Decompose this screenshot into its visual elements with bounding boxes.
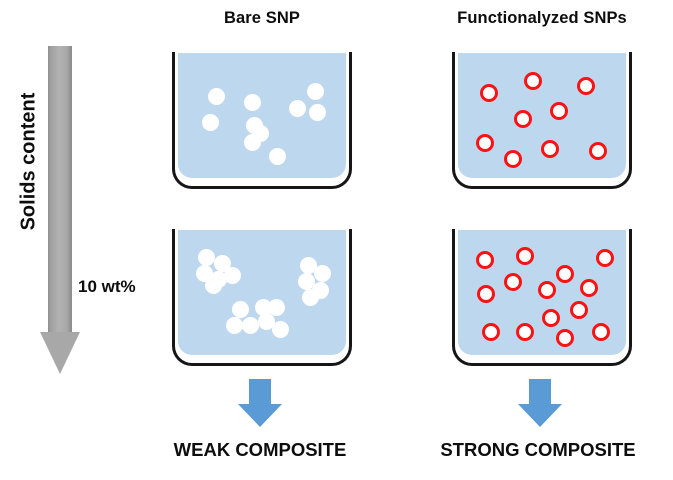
- functionalized-particle: [480, 84, 498, 102]
- concentration-marker-label: 10 wt%: [78, 277, 136, 296]
- functionalized-particle: [580, 279, 598, 297]
- bare-particle: [314, 265, 331, 282]
- bare-particle: [226, 317, 243, 334]
- particle-layer: [172, 229, 352, 366]
- bare-particle: [244, 94, 261, 111]
- functionalized-particle: [477, 285, 495, 303]
- bare-particle: [205, 277, 222, 294]
- solids-arrow-head-icon: [40, 332, 80, 374]
- functionalized-particle: [538, 281, 556, 299]
- bare-particle: [244, 134, 261, 151]
- bare-particle: [298, 273, 315, 290]
- bare-particle: [208, 88, 225, 105]
- bare-particle: [269, 148, 286, 165]
- solids-content-axis-label: Solids content: [17, 92, 40, 231]
- functionalized-particle: [542, 309, 560, 327]
- beaker-outline: [172, 52, 352, 189]
- result-arrow-strong: [518, 379, 562, 427]
- functionalized-particle: [589, 142, 607, 160]
- arrow-head-icon: [238, 404, 282, 427]
- bare-particle: [242, 317, 259, 334]
- beaker-bare-low-solids: [172, 52, 352, 189]
- beaker-functionalyzed-high-solids: [452, 229, 632, 366]
- functionalized-particle: [592, 323, 610, 341]
- arrow-head-icon: [518, 404, 562, 427]
- particle-layer: [452, 52, 632, 189]
- column-title-bare-snp: Bare SNP: [223, 9, 300, 27]
- functionalized-particle: [482, 323, 500, 341]
- bare-particle: [289, 100, 306, 117]
- functionalized-particle: [577, 77, 595, 95]
- functionalized-particle: [556, 329, 574, 347]
- bare-particle: [272, 321, 289, 338]
- functionalized-particle: [570, 301, 588, 319]
- functionalized-particle: [541, 140, 559, 158]
- functionalized-particle: [514, 110, 532, 128]
- functionalized-particle: [556, 265, 574, 283]
- functionalized-particle: [476, 134, 494, 152]
- functionalized-particle: [516, 323, 534, 341]
- bare-particle: [198, 249, 215, 266]
- bare-particle: [309, 104, 326, 121]
- bare-particle: [268, 299, 285, 316]
- functionalized-particle: [504, 273, 522, 291]
- arrow-shaft: [249, 379, 271, 405]
- functionalized-particle: [476, 251, 494, 269]
- beaker-bare-high-solids: [172, 229, 352, 366]
- functionalized-particle: [524, 72, 542, 90]
- beaker-functionalyzed-low-solids: [452, 52, 632, 189]
- bare-particle: [255, 299, 272, 316]
- functionalized-particle: [516, 247, 534, 265]
- beaker-outline: [452, 52, 632, 189]
- bare-particle: [307, 83, 324, 100]
- bare-particle: [232, 301, 249, 318]
- beaker-outline: [452, 229, 632, 366]
- bare-particle: [302, 289, 319, 306]
- solids-arrow-shaft: [48, 46, 72, 334]
- result-label-weak-composite: WEAK COMPOSITE: [173, 439, 347, 460]
- functionalized-particle: [596, 249, 614, 267]
- beaker-outline: [172, 229, 352, 366]
- bare-particle: [300, 257, 317, 274]
- bare-particle: [202, 114, 219, 131]
- functionalized-particle: [504, 150, 522, 168]
- solids-content-arrow: [40, 46, 82, 374]
- column-title-functionalyzed-snps: Functionalyzed SNPs: [457, 9, 627, 27]
- arrow-shaft: [529, 379, 551, 405]
- bare-particle: [224, 267, 241, 284]
- result-arrow-weak: [238, 379, 282, 427]
- particle-layer: [452, 229, 632, 366]
- result-label-strong-composite: STRONG COMPOSITE: [440, 439, 636, 460]
- particle-layer: [172, 52, 352, 189]
- functionalized-particle: [550, 102, 568, 120]
- bare-particle: [258, 313, 275, 330]
